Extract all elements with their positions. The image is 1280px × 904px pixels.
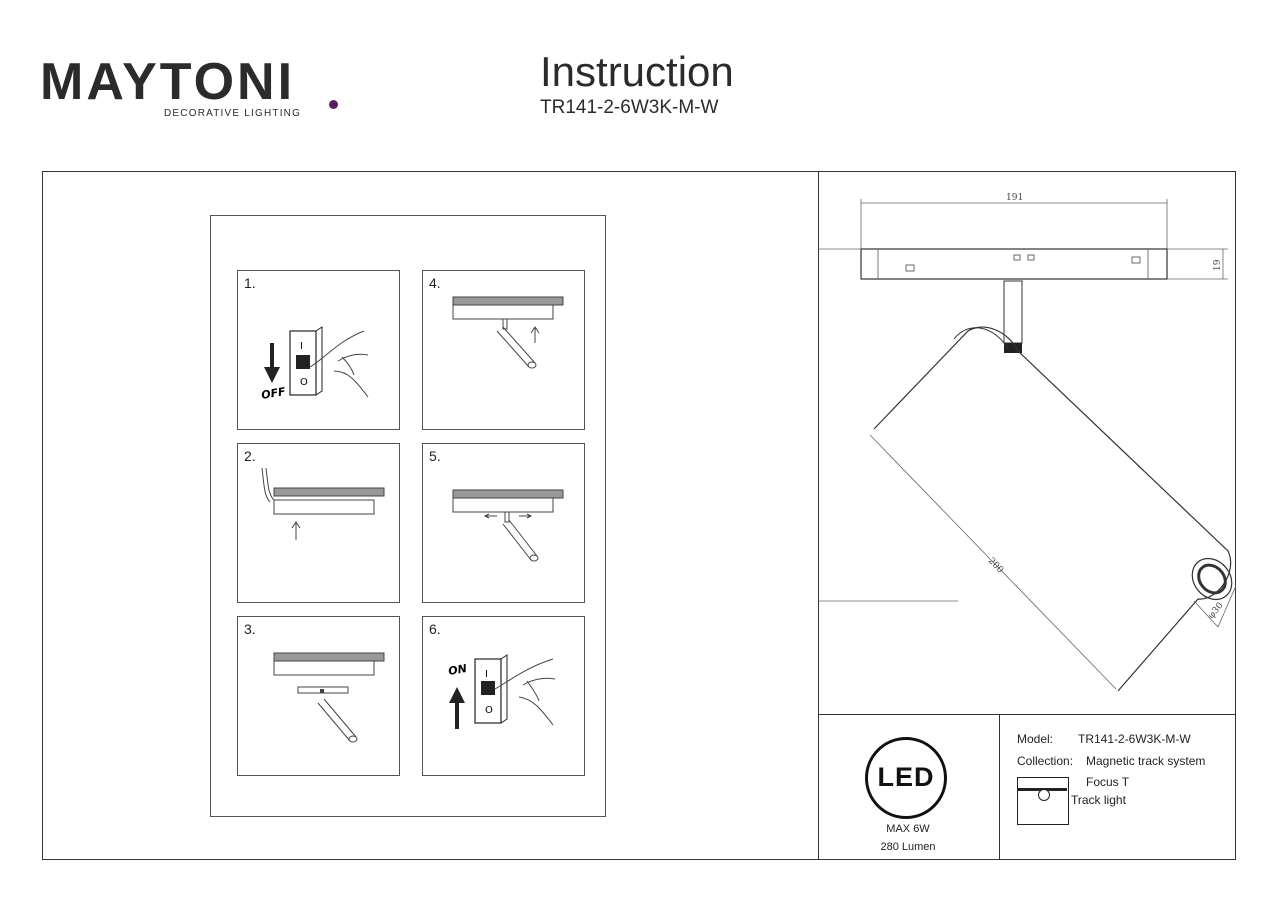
step-number: 3. (244, 621, 256, 637)
dimension-drawing: 191 19 255 200 φ30 (818, 193, 1236, 692)
max-power: MAX 6W (886, 823, 930, 835)
step-4: 4. (422, 270, 585, 430)
step-number: 1. (244, 275, 256, 291)
step-3: 3. (237, 616, 400, 776)
led-badge-text: LED (877, 762, 935, 792)
switch-mark-off: O (300, 377, 308, 388)
step-number: 6. (429, 621, 441, 637)
spec-table (818, 714, 1236, 860)
installation-steps-panel (210, 215, 606, 817)
slide-fixture-illustration (452, 489, 564, 562)
document-frame (42, 171, 1236, 860)
switch-on-illustration: ON I O (447, 654, 556, 729)
spec-table-divider (999, 714, 1000, 860)
step-number: 5. (429, 448, 441, 464)
product-type: Track light (1071, 793, 1126, 807)
step-5: 5. (422, 443, 585, 603)
dim-width: 191 (1006, 193, 1023, 203)
step-number: 4. (429, 275, 441, 291)
step-6: 6. ON I O (422, 616, 585, 776)
family-name: Focus T (1086, 775, 1130, 789)
model-label: Model: (1017, 732, 1054, 746)
switch-mark-on: I (485, 669, 488, 680)
track-mounted-illustration (273, 652, 385, 743)
switch-mark-off: O (485, 705, 493, 716)
step-1: 1. I O OFF (237, 270, 400, 430)
dim-diameter: φ30 (1207, 601, 1226, 621)
led-icon: LED (865, 737, 947, 819)
switch-mark-on: I (300, 341, 303, 352)
switch-off-illustration: I O OFF (260, 326, 369, 402)
brand-logo: MAYTONI DECORATIVE LIGHTING (40, 50, 338, 126)
dim-length: 200 (986, 556, 1005, 576)
logo-subtitle: DECORATIVE LIGHTING (164, 108, 302, 119)
step-2: 2. (237, 443, 400, 603)
dim-track-height: 19 (1213, 259, 1223, 271)
lumen-output: 280 Lumen (880, 841, 936, 853)
frame-divider (818, 171, 819, 860)
off-label: OFF (260, 385, 287, 402)
collection-label: Collection: (1017, 754, 1074, 768)
attach-fixture-illustration (452, 296, 564, 369)
collection-value: Magnetic track system (1086, 754, 1206, 768)
page-model-code: TR141-2-6W3K-M-W (540, 97, 719, 118)
logo-dot (329, 100, 338, 109)
page-title: Instruction (540, 48, 734, 95)
model-value: TR141-2-6W3K-M-W (1078, 732, 1191, 746)
track-alignment-illustration (261, 467, 385, 540)
step-number: 2. (244, 448, 256, 464)
track-light-icon (1017, 777, 1069, 825)
logo-wordmark: MAYTONI (40, 53, 296, 111)
on-label: ON (447, 662, 468, 678)
